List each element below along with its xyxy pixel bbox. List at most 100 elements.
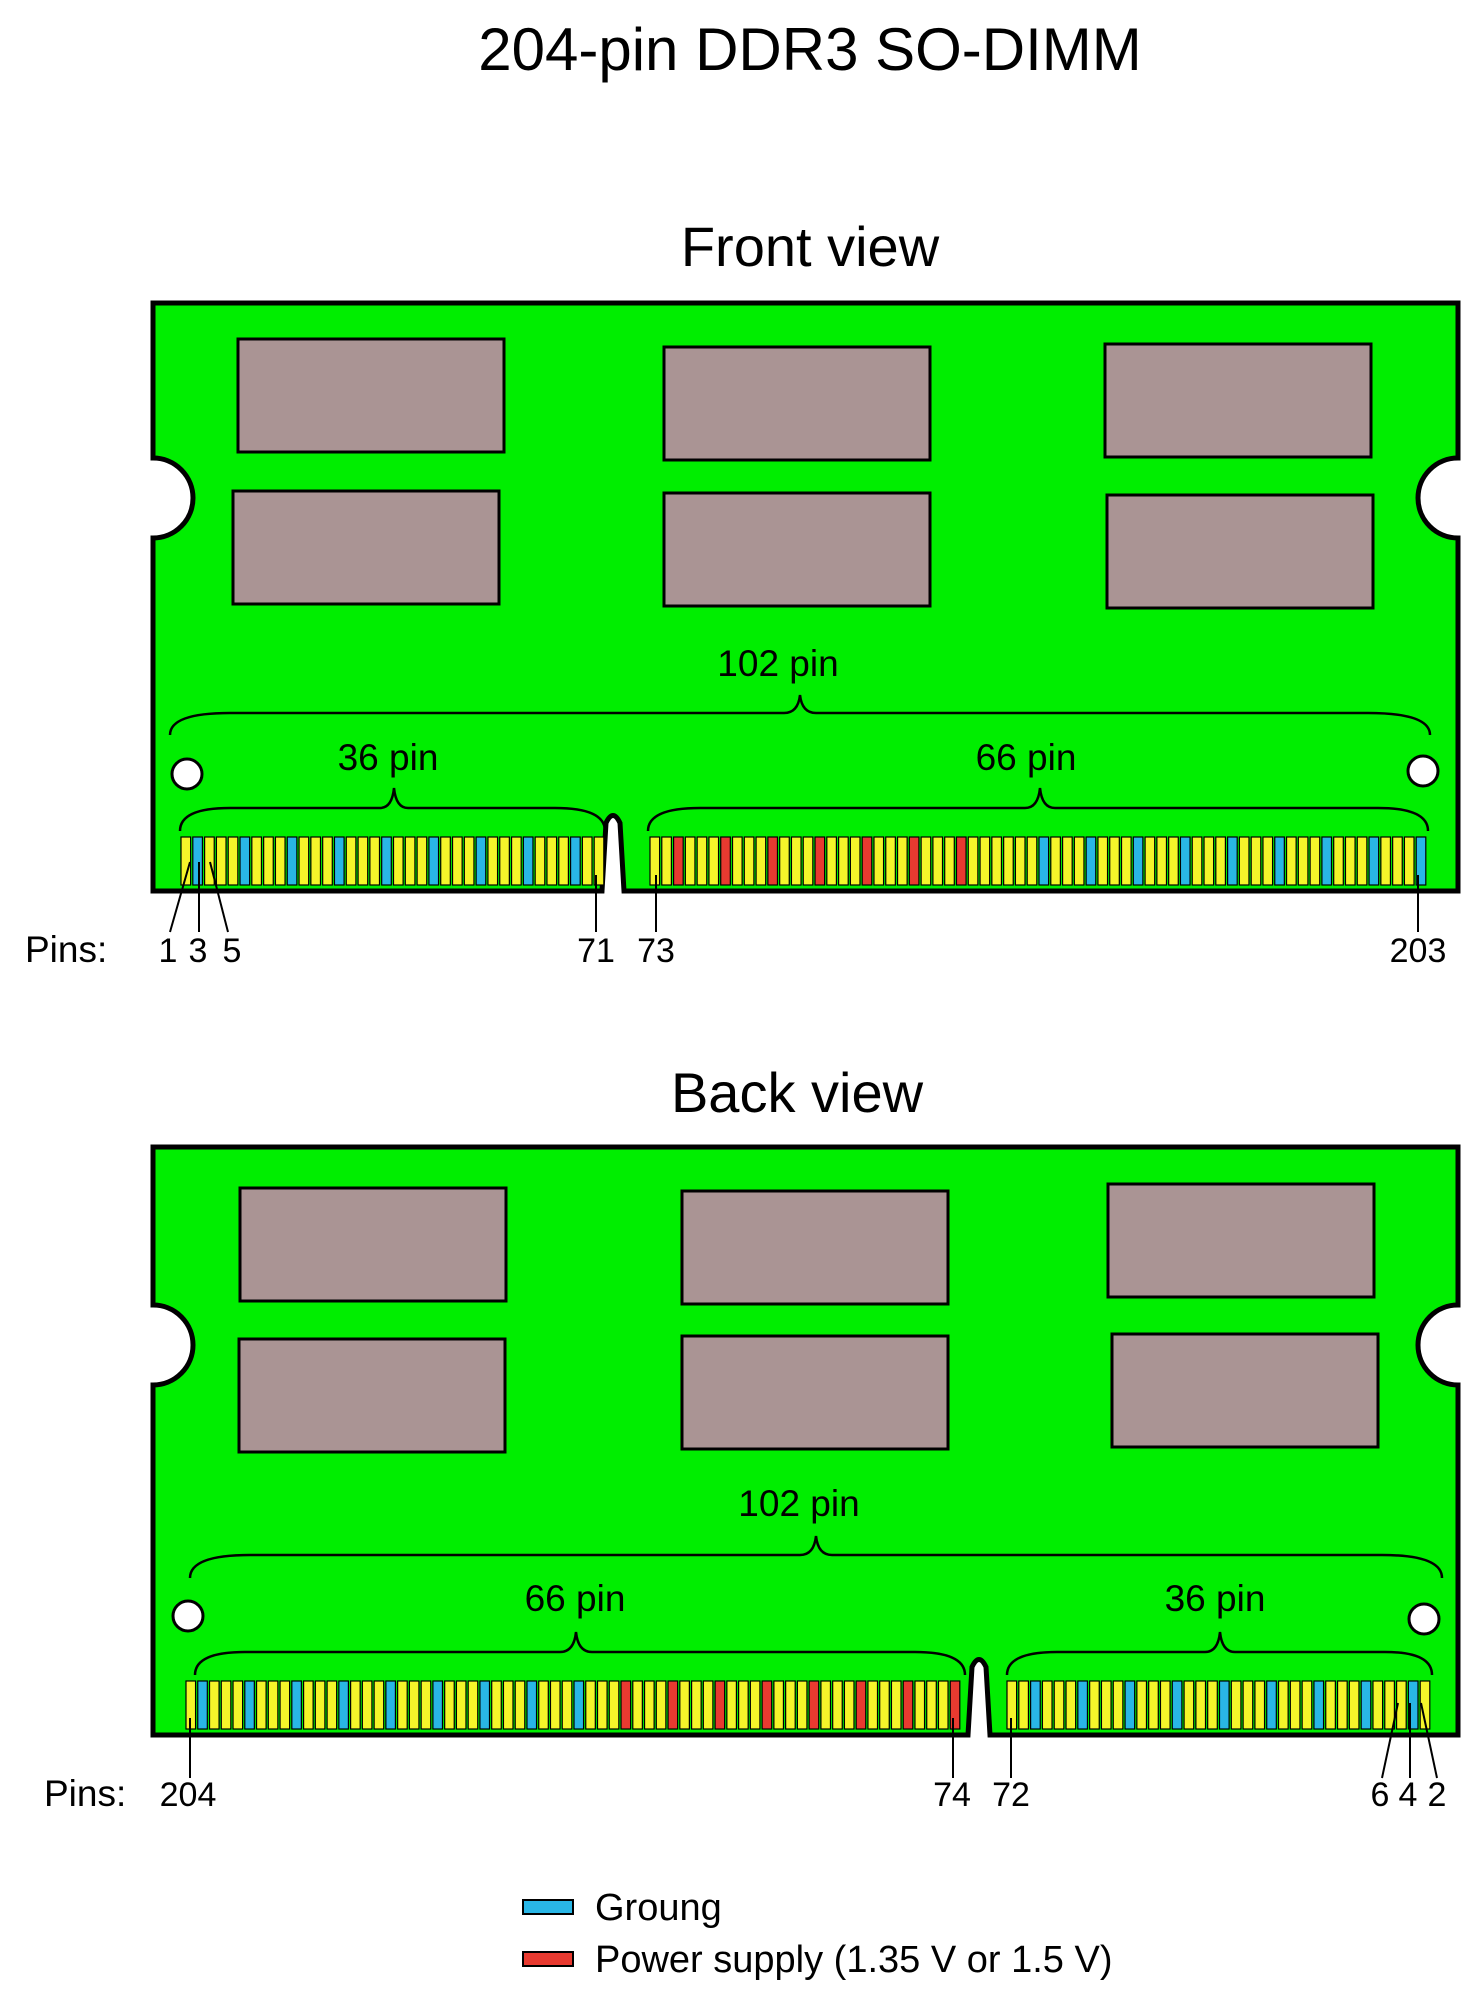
back-pin	[879, 1680, 890, 1730]
front-pin-leaders	[169, 861, 1419, 933]
front-pin	[979, 836, 991, 886]
front-pin	[1179, 836, 1191, 886]
back-pin	[702, 1680, 714, 1730]
back-left-pin-label: 66 pin	[525, 1578, 626, 1619]
back-pin	[467, 1680, 479, 1730]
front-brace-total	[168, 694, 1432, 736]
front-pin	[534, 836, 546, 886]
back-pin	[761, 1680, 773, 1730]
back-pin	[596, 1680, 608, 1730]
back-pin	[432, 1680, 444, 1730]
back-pin	[902, 1680, 914, 1730]
front-pin	[1085, 836, 1097, 886]
front-view: Front view 102 pin 36 pin 66 pin	[25, 215, 1461, 970]
back-right-pin-label: 36 pin	[1165, 1578, 1266, 1619]
front-pin	[873, 836, 885, 886]
front-brace-right	[646, 787, 1430, 832]
front-pin	[286, 836, 298, 886]
front-pin	[802, 836, 814, 886]
front-pin	[499, 836, 510, 886]
back-pin	[1124, 1680, 1136, 1730]
back-pin	[1230, 1680, 1242, 1730]
back-pin	[197, 1680, 208, 1730]
front-pin	[1014, 836, 1026, 886]
back-pin	[1372, 1680, 1384, 1730]
front-pin	[522, 836, 534, 886]
front-pin	[251, 836, 263, 886]
front-pin	[1215, 836, 1227, 886]
back-pin	[397, 1680, 408, 1730]
front-pin	[838, 836, 849, 886]
back-pin	[949, 1680, 961, 1730]
back-pin	[1407, 1680, 1419, 1730]
front-chip	[662, 345, 932, 462]
back-brace-total	[188, 1535, 1444, 1579]
legend-ground-swatch	[522, 1899, 574, 1915]
front-total-pin-label: 102 pin	[717, 643, 838, 684]
front-pin	[1109, 836, 1120, 886]
front-pin	[1262, 836, 1274, 886]
back-pins-label: Pins:	[44, 1773, 126, 1814]
front-chip	[231, 489, 501, 606]
back-pin-strip-left	[185, 1680, 961, 1730]
front-pin	[885, 836, 896, 886]
front-pin	[1097, 836, 1109, 886]
back-chip	[1106, 1182, 1376, 1299]
back-pin-number: 2	[1428, 1776, 1447, 1814]
back-pin	[1266, 1680, 1277, 1730]
back-pin	[832, 1680, 843, 1730]
back-pin	[444, 1680, 455, 1730]
back-brace-left	[193, 1631, 967, 1676]
front-pin	[345, 836, 357, 886]
back-pin	[726, 1680, 738, 1730]
back-pin	[1207, 1680, 1218, 1730]
back-pin	[1313, 1680, 1325, 1730]
front-pin	[720, 836, 731, 886]
back-pin	[220, 1680, 232, 1730]
back-pin	[549, 1680, 561, 1730]
back-pin	[1195, 1680, 1207, 1730]
back-pin	[620, 1680, 632, 1730]
front-pin	[322, 836, 333, 886]
front-pin	[991, 836, 1003, 886]
front-pin	[826, 836, 838, 886]
front-pin	[357, 836, 369, 886]
back-chip	[238, 1186, 508, 1303]
back-pin	[1148, 1680, 1159, 1730]
front-pin	[263, 836, 274, 886]
front-pin	[1156, 836, 1168, 886]
front-pin	[463, 836, 475, 886]
front-pin	[767, 836, 779, 886]
front-chip	[1105, 493, 1375, 610]
front-pin	[1333, 836, 1344, 886]
front-pin	[1061, 836, 1073, 886]
back-pin-number: 204	[160, 1776, 217, 1814]
back-pin	[1100, 1680, 1112, 1730]
back-pin	[1242, 1680, 1254, 1730]
front-pin-strip-right	[649, 836, 1427, 886]
back-pin	[1053, 1680, 1065, 1730]
front-pin	[779, 836, 790, 886]
back-total-pin-label: 102 pin	[738, 1483, 859, 1524]
back-pin	[690, 1680, 702, 1730]
back-pin	[1030, 1680, 1041, 1730]
front-pin	[510, 836, 522, 886]
front-pin	[1168, 836, 1179, 886]
back-pin	[1089, 1680, 1100, 1730]
legend-power-label: Power supply (1.35 V or 1.5 V)	[595, 1939, 1112, 1981]
front-pin	[1297, 836, 1309, 886]
diagram-title: 204-pin DDR3 SO-DIMM	[478, 16, 1142, 83]
back-pin	[244, 1680, 255, 1730]
front-pin	[1392, 836, 1403, 886]
back-pin	[749, 1680, 761, 1730]
front-pin	[227, 836, 239, 886]
back-pin	[538, 1680, 549, 1730]
back-pin-leaders	[189, 1702, 1438, 1779]
front-pin	[310, 836, 322, 886]
front-pin	[204, 836, 215, 886]
back-pin	[1254, 1680, 1266, 1730]
front-pin-number: 5	[223, 932, 242, 970]
back-pin	[773, 1680, 785, 1730]
back-pin	[914, 1680, 926, 1730]
back-pin-strip-right	[1006, 1680, 1431, 1730]
